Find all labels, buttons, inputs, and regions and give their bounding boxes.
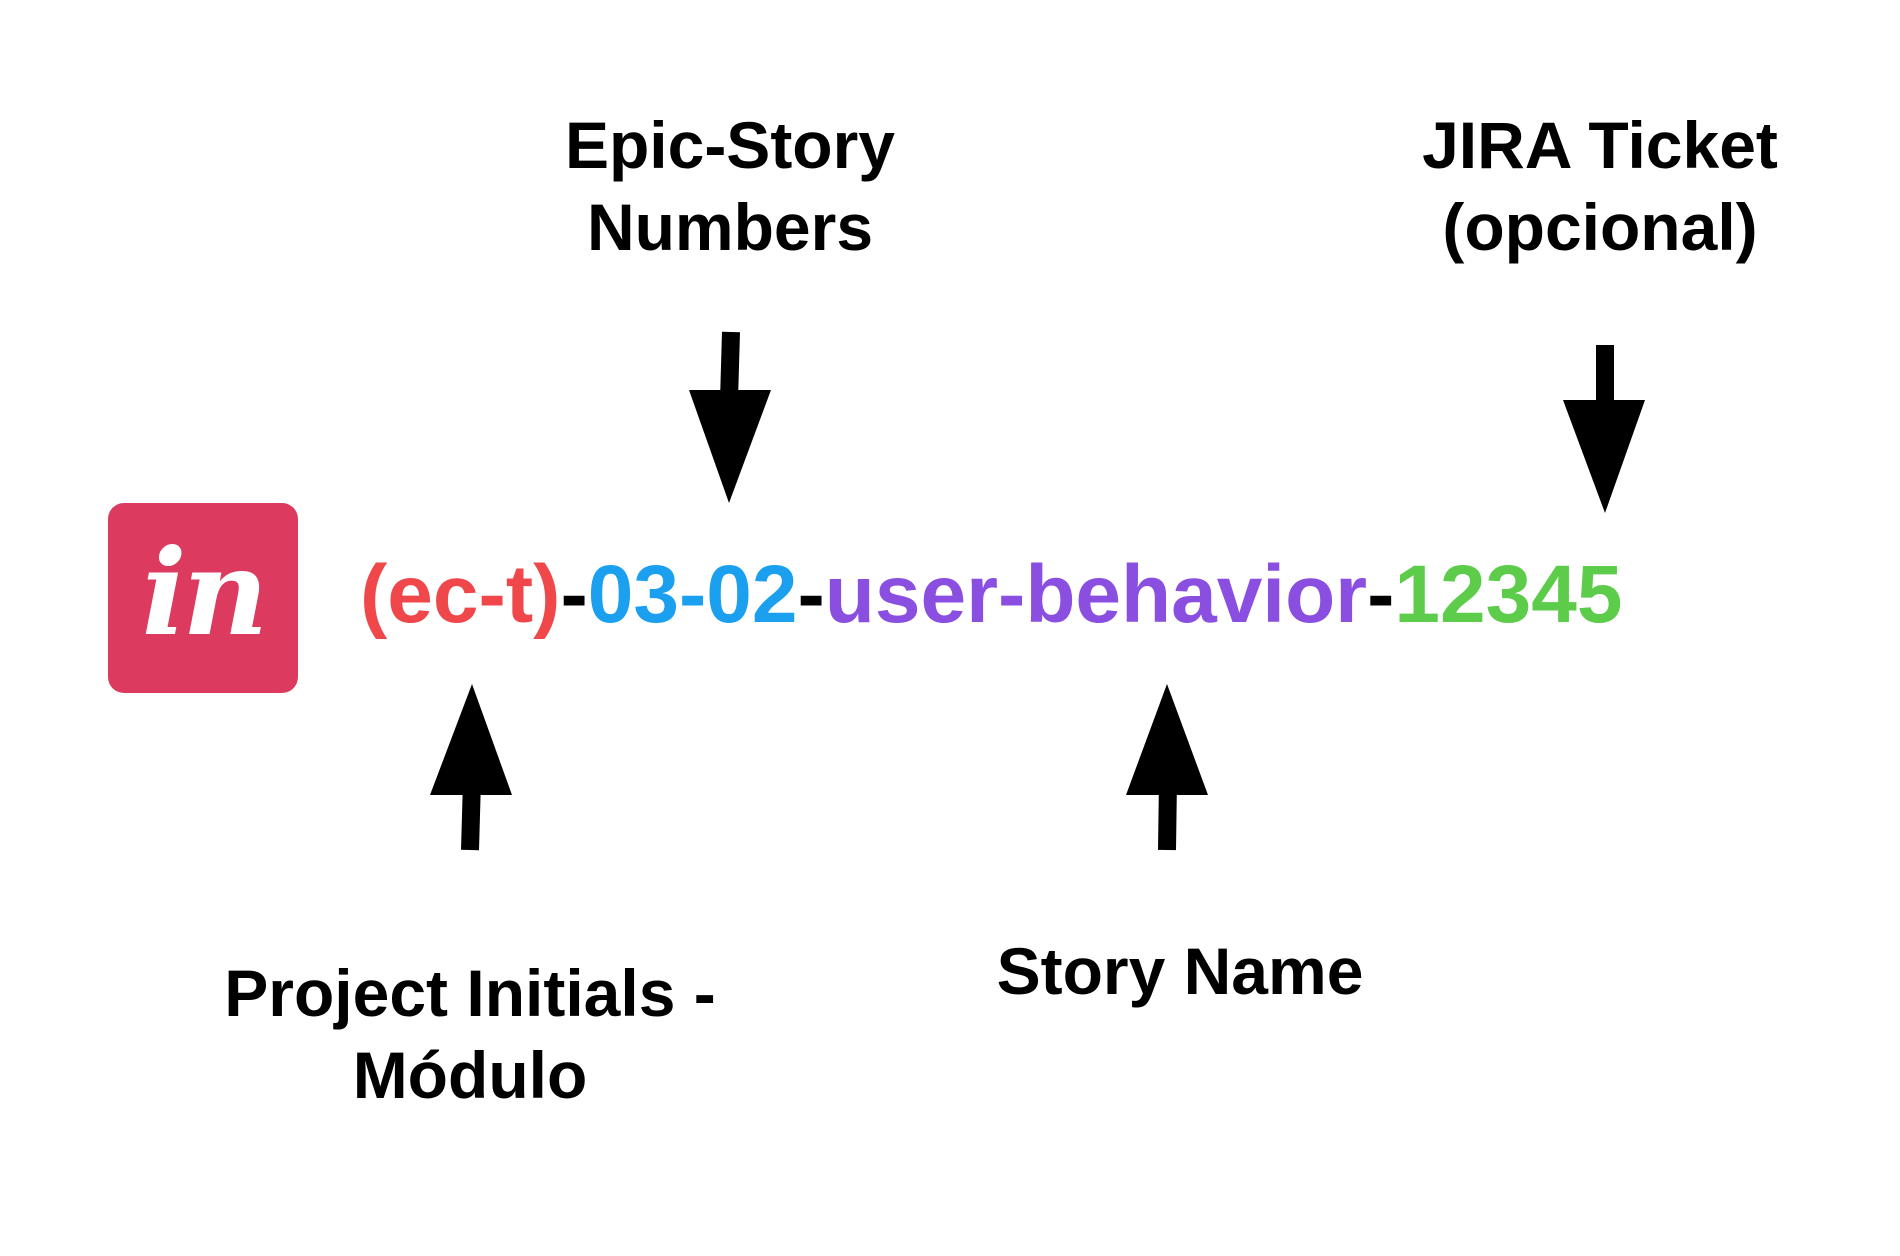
jira-ticket-label: JIRA Ticket (opcional) xyxy=(1380,104,1820,268)
arrow-up-story-name xyxy=(1126,684,1208,851)
epic-story-segment: 03-02 xyxy=(587,549,798,640)
story-name-segment: user-behavior xyxy=(824,549,1368,640)
project-initials-label: Project Initials - Módulo xyxy=(170,952,770,1116)
epic-story-label-line2: Numbers xyxy=(586,190,874,264)
separator: - xyxy=(797,549,825,640)
arrow-up-project-initials xyxy=(430,684,512,851)
project-initials-label-line2: Módulo xyxy=(352,1038,588,1112)
epic-story-label-line1: Epic-Story xyxy=(564,108,896,182)
arrow-down-epic-story xyxy=(689,331,771,503)
naming-convention-example: (ec-t)-03-02-user-behavior-12345 xyxy=(360,540,1622,650)
story-name-label: Story Name xyxy=(930,930,1430,1012)
epic-story-label: Epic-Story Numbers xyxy=(520,104,940,268)
separator: - xyxy=(1367,549,1395,640)
project-initials-segment: (ec-t) xyxy=(360,549,561,640)
separator: - xyxy=(560,549,588,640)
invision-logo-icon: in xyxy=(108,503,298,693)
project-initials-label-line1: Project Initials - xyxy=(224,956,716,1030)
story-name-label-line1: Story Name xyxy=(996,934,1364,1008)
jira-ticket-segment: 12345 xyxy=(1394,549,1623,640)
jira-ticket-label-line2: (opcional) xyxy=(1442,190,1758,264)
jira-ticket-label-line1: JIRA Ticket xyxy=(1422,108,1778,182)
arrow-down-jira-ticket xyxy=(1563,345,1645,513)
logo-text: in xyxy=(141,523,269,662)
